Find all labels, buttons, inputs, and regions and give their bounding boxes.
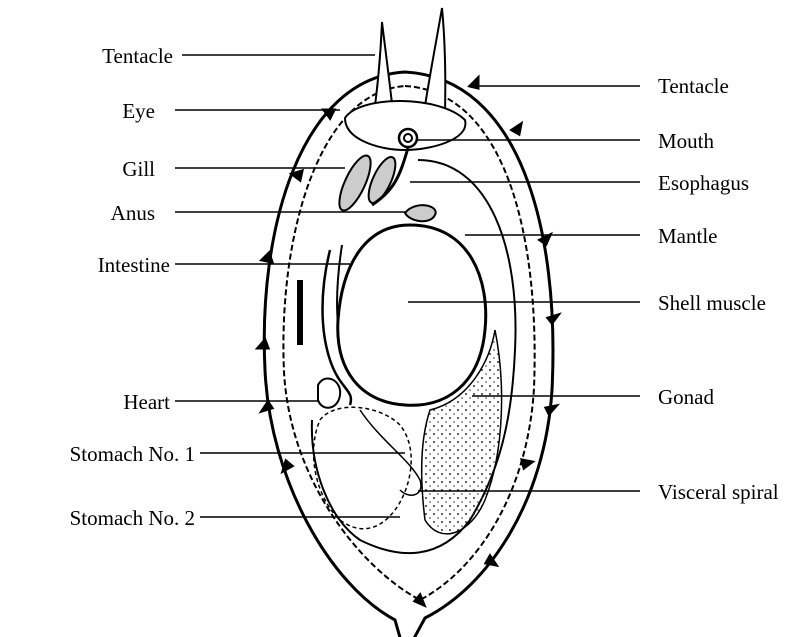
label-tentacle-right: Tentacle — [658, 74, 729, 98]
shell-muscle-shape — [338, 225, 486, 405]
anus-knob — [405, 205, 436, 221]
label-esophagus: Esophagus — [658, 171, 749, 195]
label-eye: Eye — [58, 99, 155, 123]
label-tentacle-left: Tentacle — [58, 44, 173, 68]
label-intestine: Intestine — [40, 253, 170, 277]
label-heart: Heart — [58, 390, 170, 414]
label-shell-muscle: Shell muscle — [658, 291, 766, 315]
label-stomach-2: Stomach No. 2 — [0, 506, 195, 530]
label-visceral-spiral: Visceral spiral — [658, 480, 779, 504]
heart-shape — [318, 378, 340, 407]
label-anus: Anus — [58, 201, 155, 225]
label-gill: Gill — [58, 157, 155, 181]
label-gonad: Gonad — [658, 385, 714, 409]
label-mantle: Mantle — [658, 224, 717, 248]
label-stomach-1: Stomach No. 1 — [0, 442, 195, 466]
label-mouth: Mouth — [658, 129, 714, 153]
